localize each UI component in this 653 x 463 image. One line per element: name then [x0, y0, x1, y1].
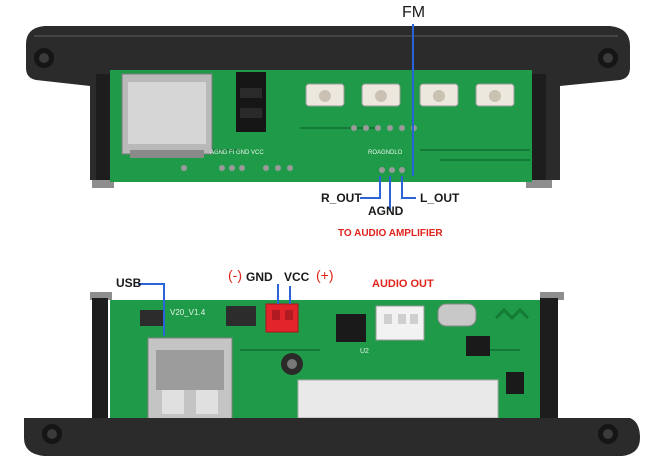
power-pads-silkscreen: AGND FI GND VCC [210, 150, 264, 156]
audio-pads-silkscreen: ROAGNDLO [368, 150, 403, 156]
bottom-module: USB (-) GND VCC (+) AUDIO OUT V20_V1.4 U… [0, 240, 653, 463]
r-out-label: R_OUT [321, 191, 362, 205]
usb-label: USB [116, 276, 142, 290]
to-audio-amplifier-caption: TO AUDIO AMPLIFIER [338, 228, 443, 239]
bottom-module-photo [24, 283, 640, 456]
top-module: FM R_OUT AGND L_OUT TO AUDIO AMPLIFIER R… [26, 4, 630, 239]
vcc-label: VCC [284, 270, 310, 284]
fm-label: FM [402, 4, 426, 21]
push-buttons [305, 83, 515, 107]
display-strip [297, 379, 499, 419]
u2-silkscreen: U2 [360, 348, 369, 355]
gnd-sign-label: (-) [228, 267, 242, 283]
gnd-label: GND [246, 270, 273, 284]
bottom-callout-lines [138, 283, 291, 336]
power-connector [265, 303, 299, 333]
l-out-label: L_OUT [420, 191, 460, 205]
bottom-frame [24, 418, 640, 456]
ic-chip [236, 72, 266, 132]
top-callout-lines [360, 24, 416, 210]
audio-out-label: AUDIO OUT [372, 278, 434, 290]
top-module-photo [26, 24, 630, 210]
agnd-label: AGND [368, 204, 404, 218]
board-version-silkscreen: V20_V1.4 [170, 308, 206, 317]
vcc-sign-label: (+) [316, 267, 334, 283]
